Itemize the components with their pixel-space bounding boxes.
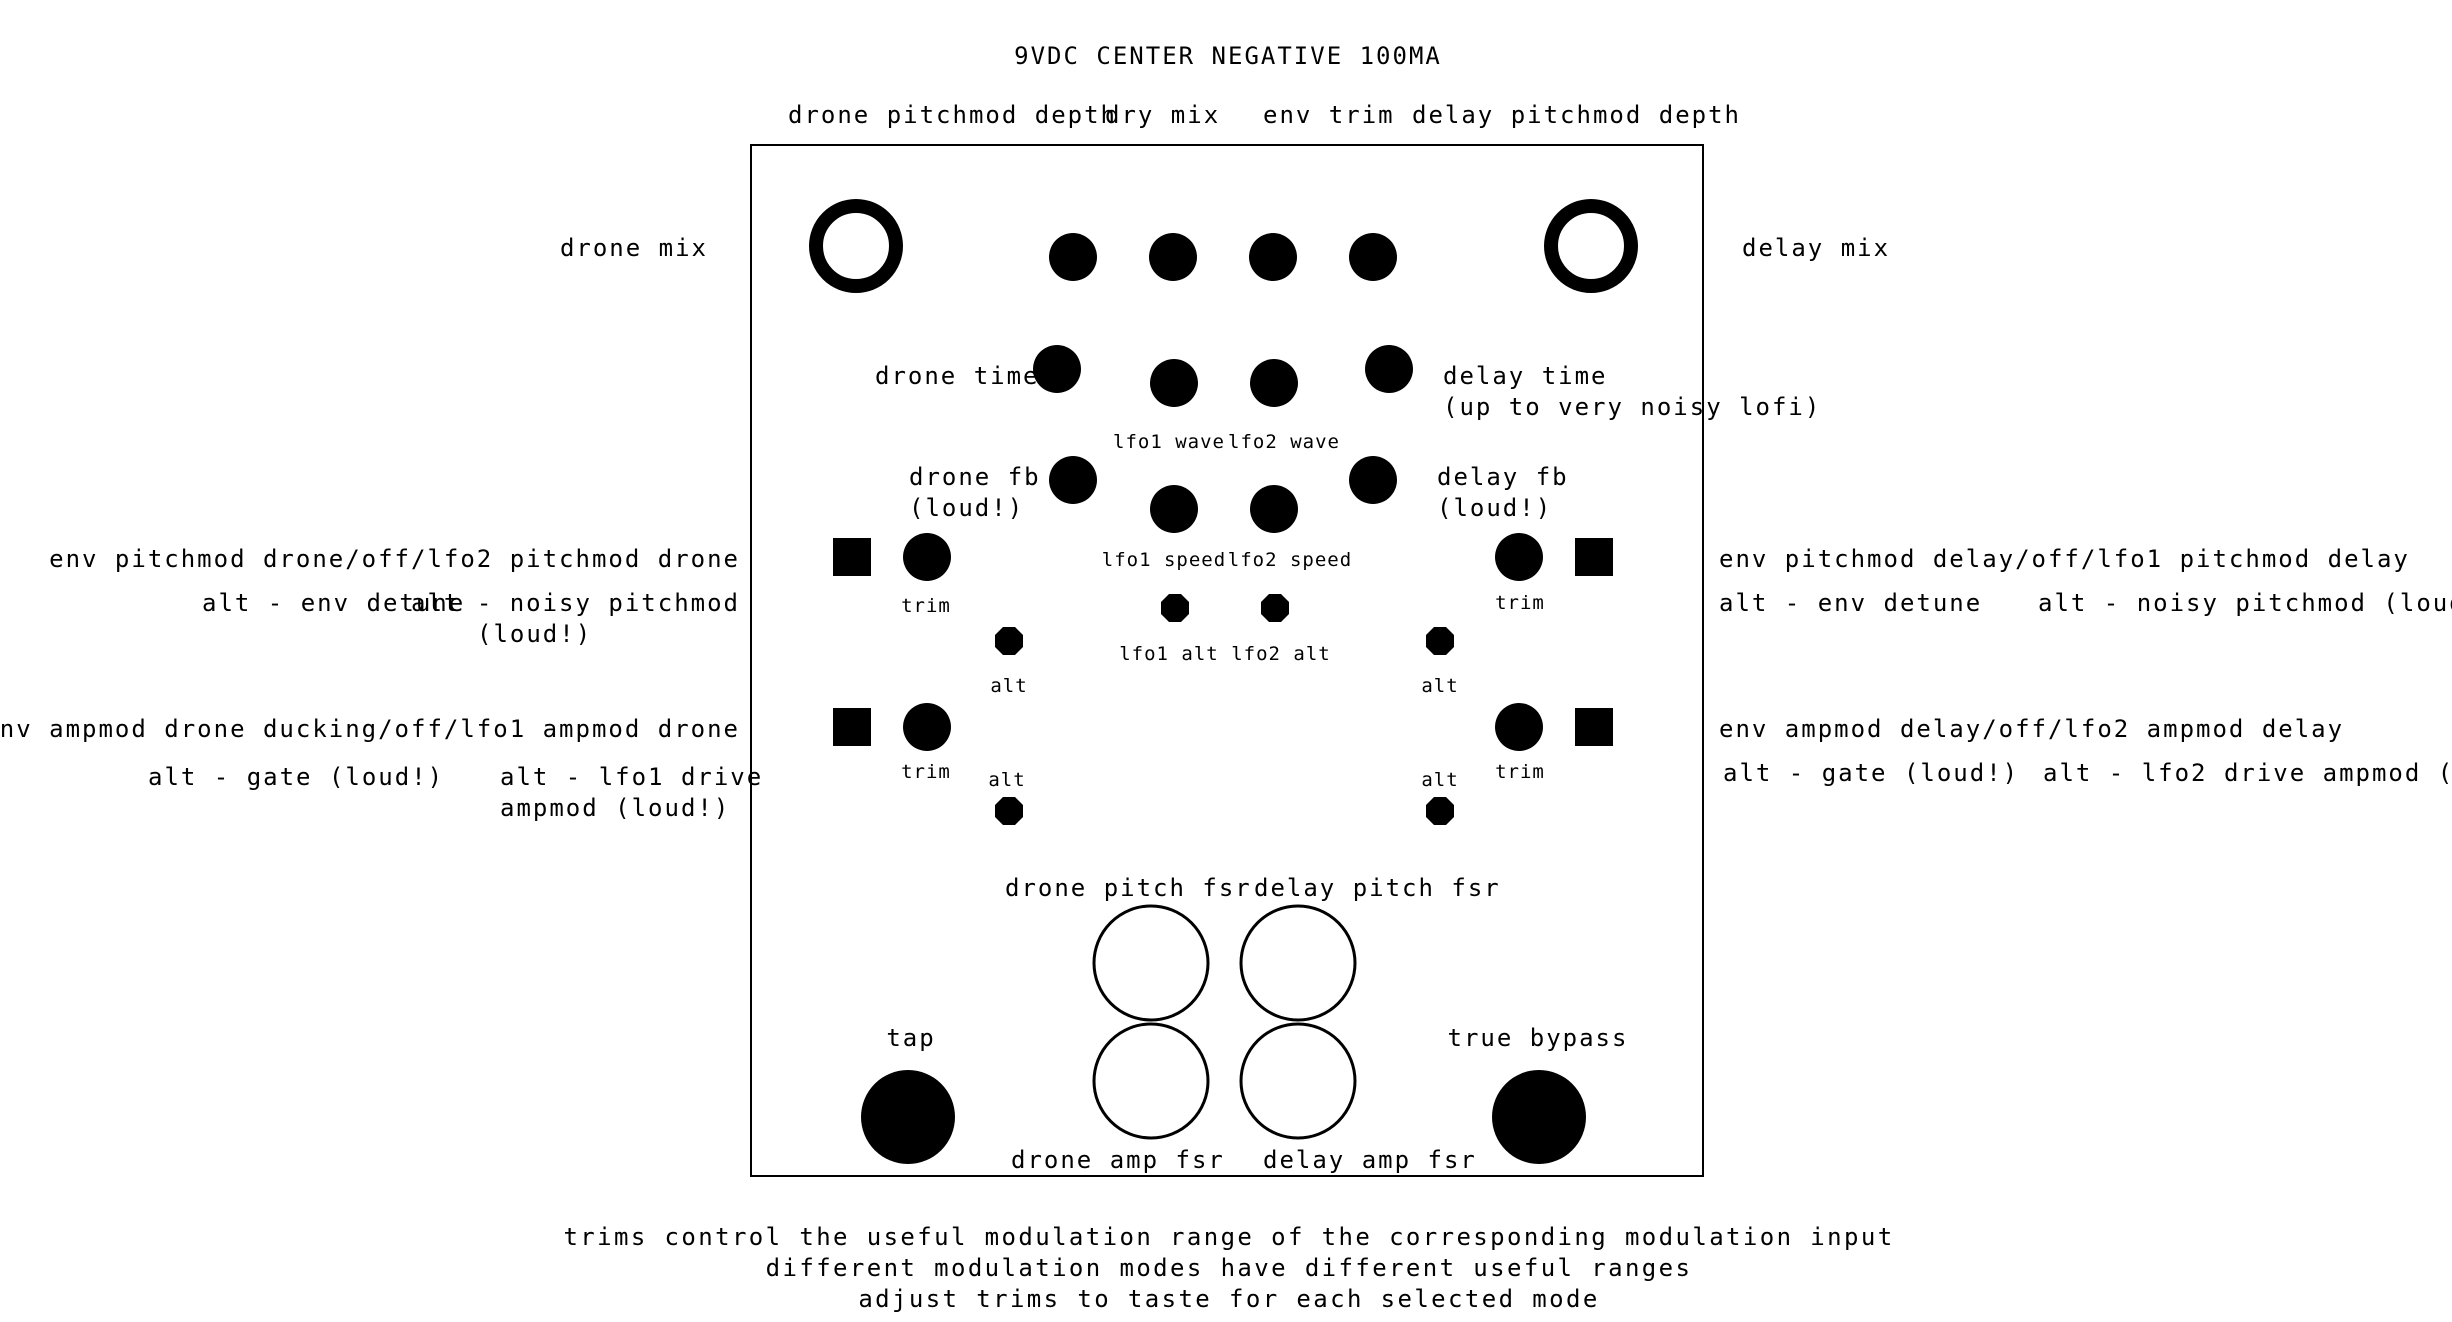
delay-ampmod-alt-switch[interactable] <box>1426 797 1454 825</box>
power-spec-label: 9VDC CENTER NEGATIVE 100MA <box>1014 42 1442 70</box>
drone-ampmod-switch-label: env ampmod drone ducking/off/lfo1 ampmod… <box>0 715 740 743</box>
lfo2-speed-label: lfo2 speed <box>1228 549 1352 571</box>
lfo1-wave-knob[interactable] <box>1150 359 1198 407</box>
env-trim-label: env trim <box>1263 101 1395 129</box>
drone-ampmod-alt2-line1: alt - lfo1 drive <box>500 763 763 791</box>
delay-ampmod-mode-switch[interactable] <box>1575 708 1613 746</box>
lfo1-alt-switch[interactable] <box>1161 594 1189 622</box>
drone-pitchmod-alt-switch[interactable] <box>995 627 1023 655</box>
delay-fb-note: (loud!) <box>1437 494 1552 522</box>
footer-note-line2: different modulation modes have differen… <box>766 1254 1693 1282</box>
delay-pitchmod-alt1-label: alt - env detune <box>1719 589 1982 617</box>
drone-pitchmod-trim-knob[interactable] <box>903 533 951 581</box>
drone-time-label: drone time <box>875 362 1040 390</box>
dry-mix-knob[interactable] <box>1149 233 1197 281</box>
drone-pitchmod-alt1-label: alt - env detune <box>202 589 465 617</box>
lfo2-wave-label: lfo2 wave <box>1228 431 1340 453</box>
delay-amp-fsr-pad[interactable] <box>1239 1022 1357 1140</box>
drone-pitchmod-switch-label: env pitchmod drone/off/lfo2 pitchmod dro… <box>49 545 740 573</box>
drone-ampmod-alt-label: alt <box>988 769 1025 791</box>
lfo2-speed-knob[interactable] <box>1250 485 1298 533</box>
delay-pitchmod-depth-knob[interactable] <box>1349 233 1397 281</box>
drone-fb-label: drone fb <box>909 463 1041 491</box>
delay-pitchmod-alt-label: alt <box>1421 675 1458 697</box>
delay-pitch-fsr-pad[interactable] <box>1239 904 1357 1022</box>
drone-pitchmod-mode-switch[interactable] <box>833 538 871 576</box>
delay-mix-label: delay mix <box>1742 234 1890 262</box>
drone-mix-knob[interactable] <box>809 199 903 293</box>
drone-ampmod-alt-switch[interactable] <box>995 797 1023 825</box>
delay-time-knob[interactable] <box>1365 345 1413 393</box>
delay-time-label: delay time <box>1443 362 1608 390</box>
drone-pitchmod-alt-label: alt <box>990 675 1027 697</box>
drone-pitch-fsr-pad[interactable] <box>1092 904 1210 1022</box>
drone-time-knob[interactable] <box>1033 345 1081 393</box>
delay-pitch-fsr-label: delay pitch fsr <box>1254 874 1501 902</box>
drone-amp-fsr-label: drone amp fsr <box>1011 1146 1225 1174</box>
drone-ampmod-trim-label: trim <box>901 761 951 783</box>
delay-amp-fsr-label: delay amp fsr <box>1263 1146 1477 1174</box>
env-trim-knob[interactable] <box>1249 233 1297 281</box>
tap-footswitch[interactable] <box>861 1070 955 1164</box>
drone-pitchmod-alt2-label: alt - noisy pitchmod <box>411 589 740 617</box>
delay-time-note: (up to very noisy lofi) <box>1443 393 1821 421</box>
lfo1-speed-label: lfo1 speed <box>1102 549 1226 571</box>
drone-pitch-fsr-label: drone pitch fsr <box>1005 874 1252 902</box>
delay-ampmod-alt2-label: alt - lfo2 drive ampmod (loud!) <box>2043 759 2452 787</box>
lfo1-alt-label: lfo1 alt <box>1119 643 1219 665</box>
delay-ampmod-alt-label: alt <box>1421 769 1458 791</box>
delay-fb-label: delay fb <box>1437 463 1569 491</box>
true-bypass-footswitch[interactable] <box>1492 1070 1586 1164</box>
delay-pitchmod-switch-label: env pitchmod delay/off/lfo1 pitchmod del… <box>1719 545 2410 573</box>
drone-pitchmod-trim-label: trim <box>901 595 951 617</box>
drone-fb-note: (loud!) <box>909 494 1024 522</box>
enclosure-outline <box>750 144 1704 1177</box>
drone-mix-label: drone mix <box>560 234 708 262</box>
delay-ampmod-trim-label: trim <box>1495 761 1545 783</box>
dry-mix-label: dry mix <box>1105 101 1220 129</box>
drone-amp-fsr-pad[interactable] <box>1092 1022 1210 1140</box>
footer-note-line1: trims control the useful modulation rang… <box>563 1223 1894 1251</box>
drone-ampmod-alt2-line2: ampmod (loud!) <box>500 794 730 822</box>
lfo2-alt-label: lfo2 alt <box>1231 643 1331 665</box>
delay-pitchmod-trim-label: trim <box>1495 592 1545 614</box>
delay-ampmod-switch-label: env ampmod delay/off/lfo2 ampmod delay <box>1719 715 2344 743</box>
tap-label: tap <box>886 1024 935 1052</box>
drone-pitchmod-alt2-note: (loud!) <box>477 620 592 648</box>
footer-note-line3: adjust trims to taste for each selected … <box>858 1285 1599 1313</box>
delay-ampmod-alt1-label: alt - gate (loud!) <box>1723 759 2019 787</box>
lfo1-wave-label: lfo1 wave <box>1113 431 1225 453</box>
drone-fb-knob[interactable] <box>1049 456 1097 504</box>
delay-fb-knob[interactable] <box>1349 456 1397 504</box>
drone-pitchmod-depth-knob[interactable] <box>1049 233 1097 281</box>
drone-ampmod-trim-knob[interactable] <box>903 703 951 751</box>
delay-mix-knob[interactable] <box>1544 199 1638 293</box>
delay-pitchmod-alt-switch[interactable] <box>1426 627 1454 655</box>
lfo2-wave-knob[interactable] <box>1250 359 1298 407</box>
drone-ampmod-alt1-label: alt - gate (loud!) <box>148 763 444 791</box>
delay-pitchmod-alt2-label: alt - noisy pitchmod (loud!) <box>2038 589 2452 617</box>
drone-ampmod-mode-switch[interactable] <box>833 708 871 746</box>
lfo1-speed-knob[interactable] <box>1150 485 1198 533</box>
delay-pitchmod-mode-switch[interactable] <box>1575 538 1613 576</box>
delay-pitchmod-depth-label: delay pitchmod depth <box>1412 101 1741 129</box>
delay-pitchmod-trim-knob[interactable] <box>1495 533 1543 581</box>
delay-ampmod-trim-knob[interactable] <box>1495 703 1543 751</box>
drone-pitchmod-depth-label: drone pitchmod depth <box>788 101 1117 129</box>
lfo2-alt-switch[interactable] <box>1261 594 1289 622</box>
true-bypass-label: true bypass <box>1448 1024 1629 1052</box>
